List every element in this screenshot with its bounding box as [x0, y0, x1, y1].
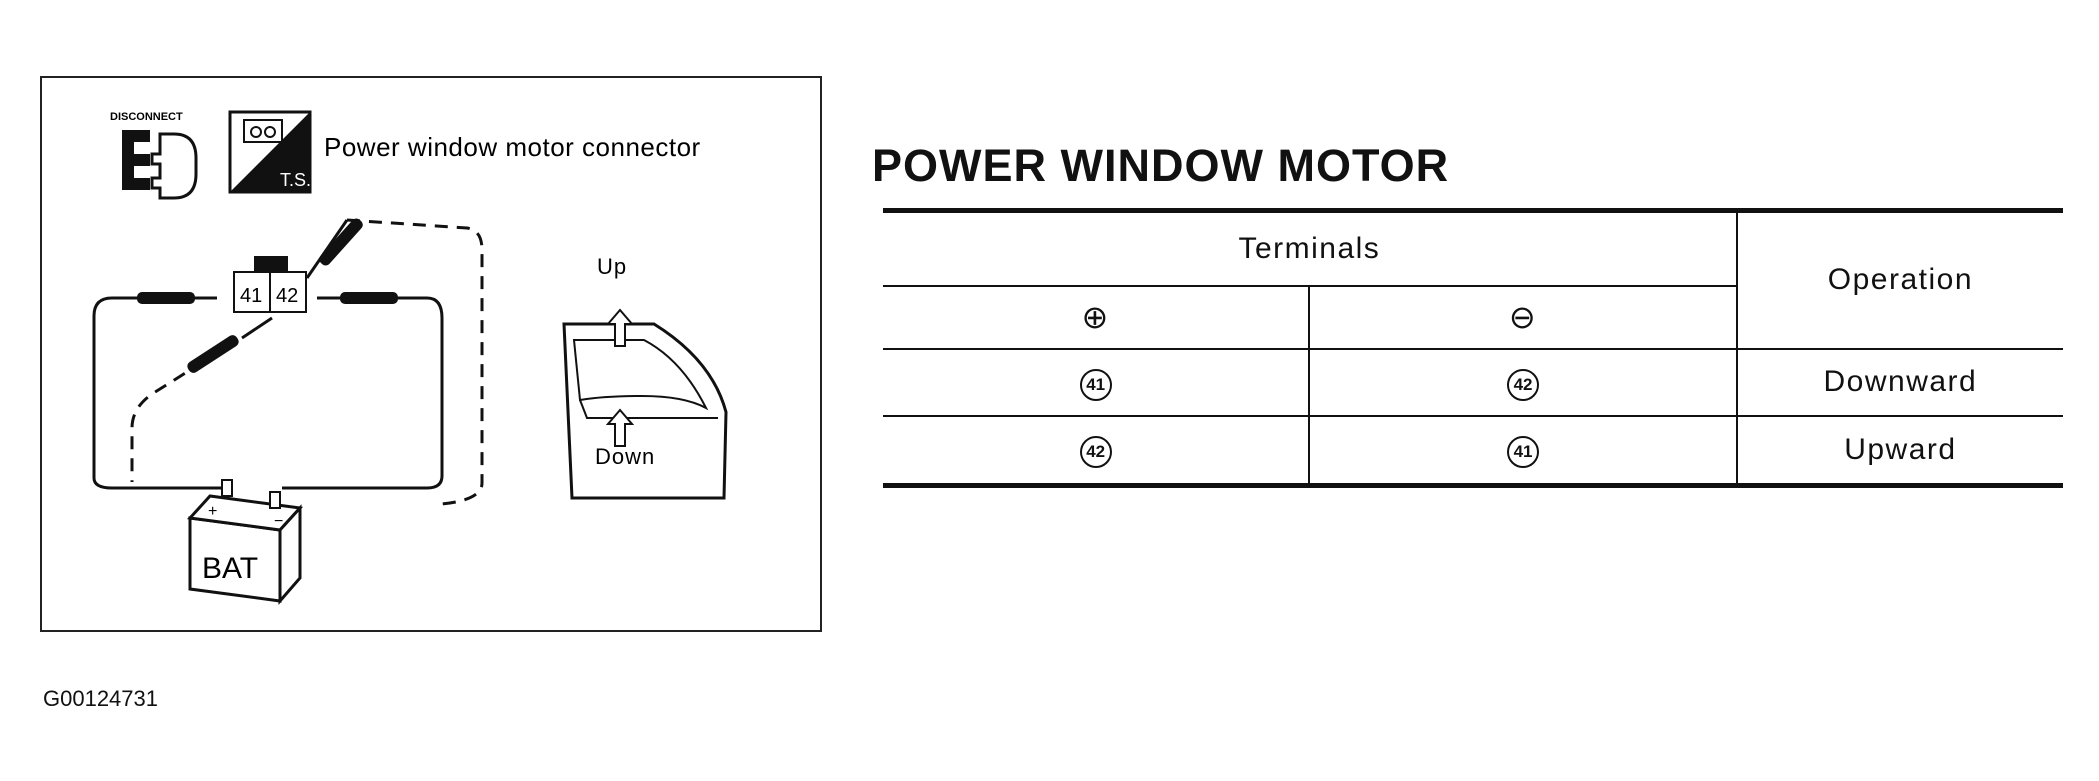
terminal-badge: 42: [1079, 436, 1112, 469]
wiring-diagram: DISCONNECT T.S. Power window motor conne…: [92, 110, 728, 606]
terminal-badge: 42: [1507, 368, 1540, 401]
motor-connector: 41 42: [233, 256, 307, 313]
operation-cell: Downward: [1823, 365, 1978, 398]
terminal-operation-table: Terminals Operation ⊕ ⊖ 41 42 Downward 4…: [883, 208, 2063, 488]
connector-terminal-42: 42: [276, 285, 298, 307]
battery-icon: + − BAT: [186, 479, 304, 606]
connector-terminal-41: 41: [240, 285, 262, 307]
terminal-badge: 41: [1079, 368, 1112, 401]
table-row: 42 41 Upward: [883, 415, 2063, 486]
battery-plus: +: [208, 503, 217, 520]
up-label: Up: [597, 254, 627, 279]
table-title: POWER WINDOW MOTOR: [872, 140, 1450, 191]
wiring-diagram-panel: DISCONNECT T.S. Power window motor conne…: [40, 76, 822, 632]
terminal-badge: 41: [1507, 436, 1540, 469]
minus-terminal-header: ⊖: [1309, 285, 1738, 349]
battery-minus: −: [274, 513, 283, 530]
down-label: Down: [595, 444, 655, 469]
connector-label: Power window motor connector: [324, 132, 701, 162]
operation-cell: Upward: [1844, 432, 1957, 466]
wire-probes: [137, 218, 398, 373]
table-row: 41 42 Downward: [883, 348, 2063, 416]
terminals-header: Terminals: [883, 210, 1738, 287]
operation-header: Operation: [1827, 263, 1973, 297]
plus-terminal-header: ⊕: [883, 285, 1311, 349]
figure-code: G00124731: [43, 686, 158, 711]
door-window-icon: Up Down: [562, 254, 728, 500]
ts-icon: T.S.: [228, 110, 312, 194]
battery-label: BAT: [202, 552, 258, 585]
disconnect-icon: [122, 130, 198, 200]
ts-label: T.S.: [280, 170, 311, 190]
disconnect-label: DISCONNECT: [110, 111, 183, 123]
